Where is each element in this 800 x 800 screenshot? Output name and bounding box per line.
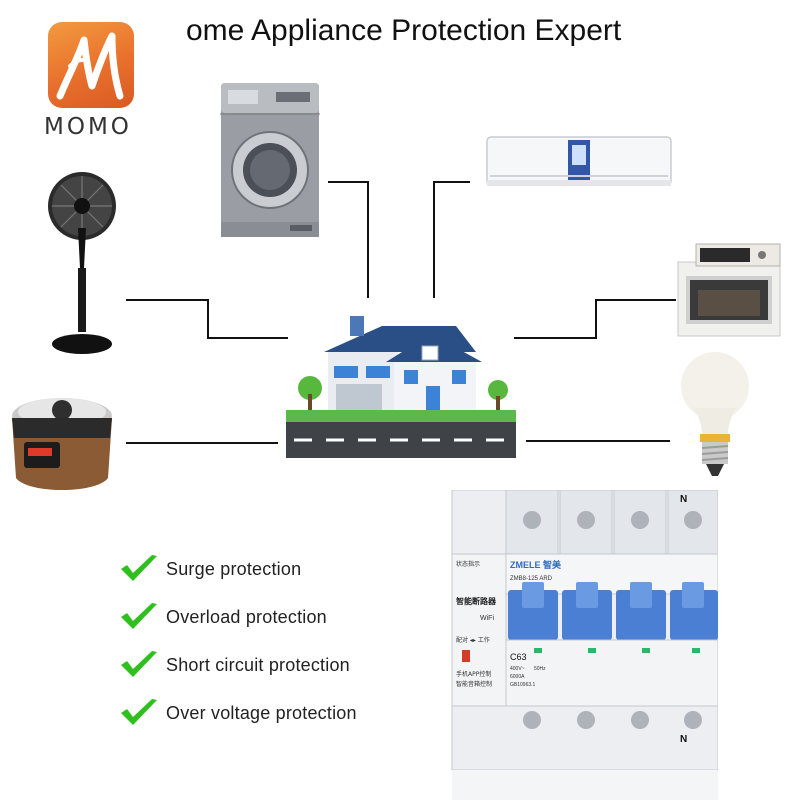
standard-label: GB10963.1 [510, 682, 536, 688]
rating-label: C63 [510, 652, 527, 662]
oven-icon [677, 243, 781, 337]
app-control-label: 手机APP控制 [456, 670, 491, 678]
voltage-spec: 400V~ [510, 666, 525, 672]
brand-logo-mark [56, 32, 124, 100]
voice-control-label: 智能音箱控制 [456, 680, 492, 688]
protection-list: Surge protection Overload protection Sho… [118, 545, 418, 737]
neutral-label-top: N [680, 494, 687, 505]
current-spec: 6000A [510, 674, 525, 680]
neutral-label-bottom: N [680, 734, 687, 745]
check-icon [121, 603, 157, 629]
air-conditioner-icon [486, 136, 672, 186]
stand-fan-icon [48, 172, 116, 354]
wire-air-conditioner [433, 181, 470, 298]
smart-breaker-icon: N 状态指示 智能断路器 WiFi 配对 ◂▸ 工作 手机APP控制 智能音箱控… [451, 490, 718, 800]
wire-washing-machine [328, 181, 369, 298]
wifi-label: WiFi [480, 615, 494, 622]
page-title: ome Appliance Protection Expert [186, 14, 622, 47]
protection-item-overload: Overload protection [118, 593, 418, 641]
check-icon [121, 555, 157, 581]
wire-fan [126, 299, 288, 339]
rice-cooker-icon [12, 398, 112, 490]
brand-logo [48, 22, 134, 108]
protection-label: Surge protection [166, 558, 302, 579]
light-bulb-icon [681, 352, 749, 476]
pairing-label: 配对 ◂▸ 工作 [456, 636, 490, 644]
house-icon [286, 316, 516, 458]
status-indicator-label: 状态指示 [456, 560, 480, 568]
brand-name: MOMO [44, 114, 132, 140]
protection-label: Short circuit protection [166, 654, 350, 675]
protection-label: Overload protection [166, 606, 327, 627]
wire-oven [514, 299, 676, 339]
smart-breaker-label: 智能断路器 [456, 596, 497, 606]
breaker-model: ZMB8-125 ARD [510, 576, 553, 582]
frequency-spec: 50Hz [534, 666, 546, 672]
check-icon [121, 651, 157, 677]
protection-label: Over voltage protection [166, 702, 357, 723]
check-icon [121, 699, 157, 725]
protection-item-surge: Surge protection [118, 545, 418, 593]
breaker-brand: ZMELE 智美 [510, 559, 562, 570]
protection-item-over-voltage: Over voltage protection [118, 689, 418, 737]
protection-item-short-circuit: Short circuit protection [118, 641, 418, 689]
washing-machine-icon [220, 83, 320, 237]
